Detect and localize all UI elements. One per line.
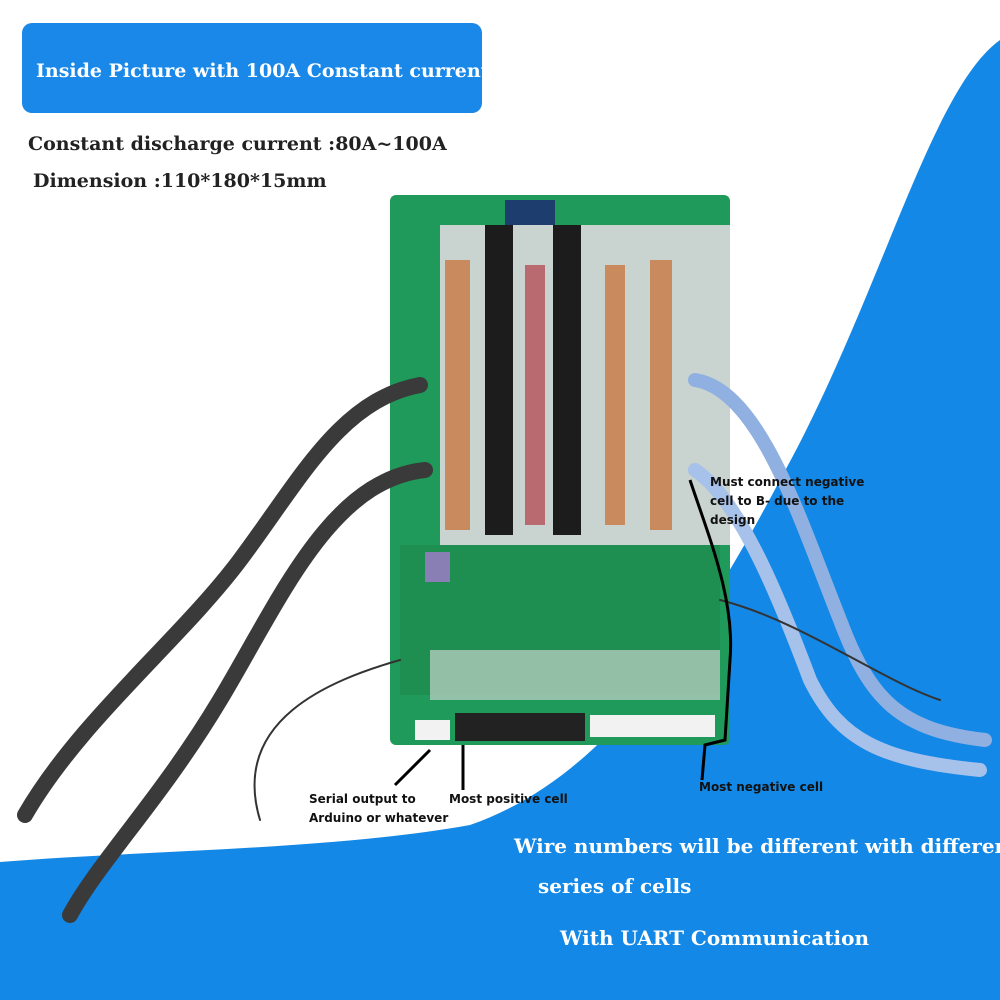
spec-dimension: Dimension :110*180*15mm <box>33 170 327 192</box>
bms-circuit-board <box>390 195 730 745</box>
cables <box>17 373 992 923</box>
note-most-negative: Most negative cell <box>699 780 824 794</box>
footer-line-2: series of cells <box>538 874 692 898</box>
note-most-positive: Most positive cell <box>449 792 568 806</box>
title-banner: Inside Picture with 100A Constant curren… <box>22 23 489 113</box>
footer-line-1: Wire numbers will be different with diff… <box>514 834 1000 858</box>
annotation-lines <box>393 479 733 790</box>
note-serial-output: Serial output to Arduino or whatever <box>309 792 449 825</box>
spec-discharge: Constant discharge current :80A~100A <box>28 133 447 155</box>
banner-title: Inside Picture with 100A Constant curren… <box>36 60 490 82</box>
blue-background-swoosh <box>0 40 1000 1000</box>
note-negative-b: Must connect negative cell to B- due to … <box>710 475 865 527</box>
footer-line-3: With UART Communication <box>560 926 870 950</box>
